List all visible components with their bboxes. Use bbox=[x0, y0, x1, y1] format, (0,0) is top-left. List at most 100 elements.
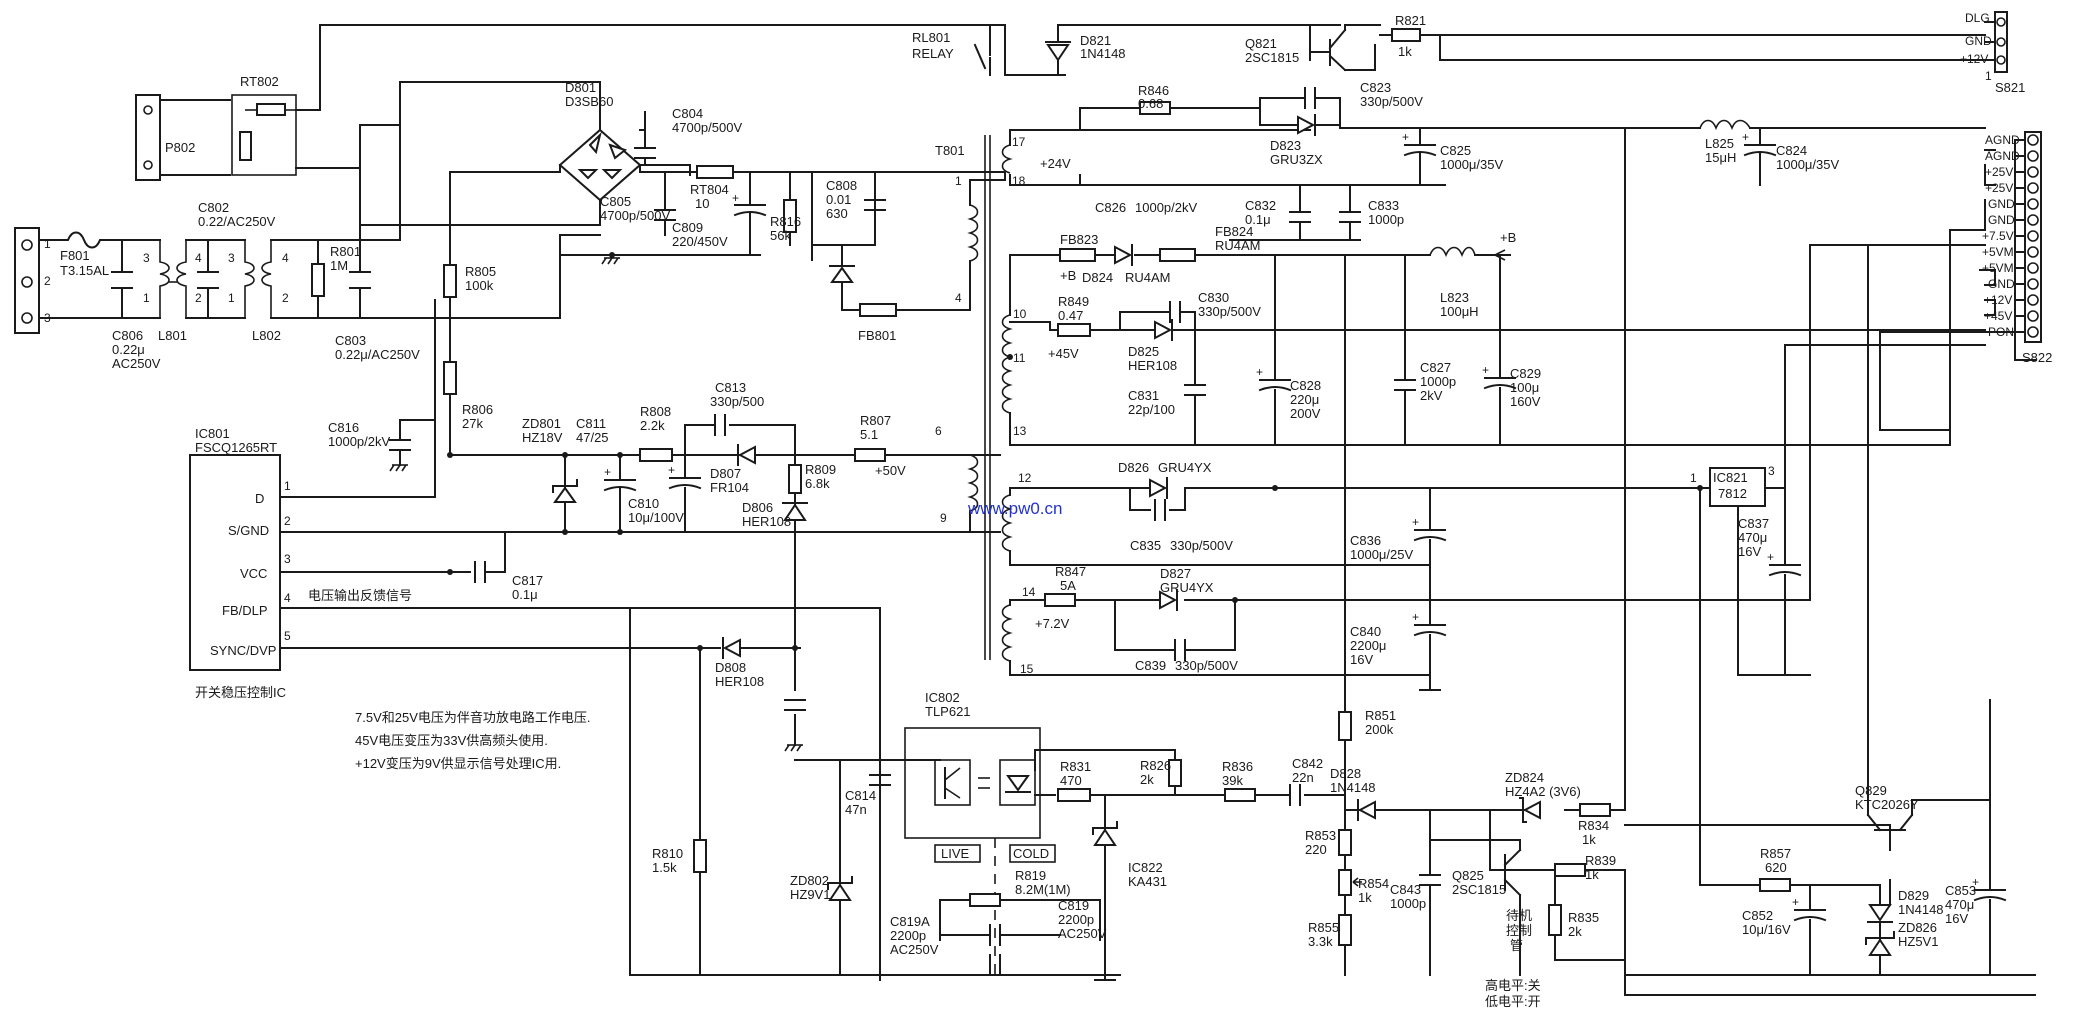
d821-label: D821 bbox=[1080, 33, 1111, 48]
svg-text:+: + bbox=[1972, 875, 1979, 889]
r835-label: R835 bbox=[1568, 910, 1599, 925]
c827-value1: 1000p bbox=[1420, 374, 1456, 389]
c819a-label: C819A bbox=[890, 914, 930, 929]
r851-label: R851 bbox=[1365, 708, 1396, 723]
l825-value: 15μH bbox=[1705, 150, 1736, 165]
r805-resistor bbox=[443, 264, 457, 298]
d823-label: D823 bbox=[1270, 138, 1301, 153]
c829-capacitor: + bbox=[1482, 363, 1517, 390]
c816-value: 1000p/2kV bbox=[328, 434, 390, 449]
c819a-capacitor bbox=[989, 924, 1001, 946]
r809-value: 6.8k bbox=[805, 476, 830, 491]
ic801-num1: 1 bbox=[284, 479, 291, 493]
svg-text:+: + bbox=[604, 465, 611, 479]
p802-label: P802 bbox=[165, 140, 195, 155]
d824-diode bbox=[1114, 244, 1133, 266]
q829-value: KTC2026Y bbox=[1855, 797, 1919, 812]
s821-pin-gnd: GND bbox=[1965, 34, 1992, 48]
r836-resistor bbox=[1224, 788, 1256, 802]
c843-value: 1000p bbox=[1390, 896, 1426, 911]
l801-pin4: 4 bbox=[195, 251, 202, 265]
r846-label: R846 bbox=[1138, 83, 1169, 98]
s821-pin-dlg: DLG bbox=[1965, 11, 1990, 25]
c803-value: 0.22μ/AC250V bbox=[335, 347, 420, 362]
c832-label: C832 bbox=[1245, 198, 1276, 213]
c853-label: C853 bbox=[1945, 883, 1976, 898]
live-tag bbox=[934, 844, 981, 863]
svg-text:+: + bbox=[1742, 130, 1749, 144]
d823-diode bbox=[1297, 114, 1316, 136]
r836-value: 39k bbox=[1222, 773, 1243, 788]
ic821-value: 7812 bbox=[1718, 486, 1747, 501]
l802-pin2: 2 bbox=[282, 291, 289, 305]
c825-capacitor: + bbox=[1402, 130, 1437, 157]
c827-label: C827 bbox=[1420, 360, 1451, 375]
t801-label: T801 bbox=[935, 143, 965, 158]
d821-diode bbox=[1045, 24, 1071, 76]
t801-winding-12 bbox=[1001, 494, 1013, 552]
ic801-pin-sync: SYNC/DVP bbox=[210, 643, 276, 658]
svg-text:+: + bbox=[1256, 365, 1263, 379]
ic821-pin3: 3 bbox=[1768, 464, 1775, 478]
r826-resistor bbox=[1168, 759, 1182, 787]
c836-label: C836 bbox=[1350, 533, 1381, 548]
s822-pin-gnd2: GND bbox=[1988, 213, 2015, 227]
c824-label: C824 bbox=[1776, 143, 1807, 158]
r855-resistor bbox=[1338, 914, 1352, 946]
r854-potentiometer bbox=[1338, 869, 1362, 896]
zd801-zener bbox=[552, 479, 578, 503]
ic822-label: IC822 bbox=[1128, 860, 1163, 875]
fb824-label: FB824 bbox=[1215, 224, 1253, 239]
r806-resistor bbox=[443, 361, 457, 395]
d828-diode bbox=[1357, 799, 1376, 821]
d801-bridge-rectifier bbox=[558, 128, 642, 202]
r857-resistor bbox=[1759, 878, 1791, 892]
c819a-value2: AC250V bbox=[890, 942, 939, 957]
rl801-relay bbox=[973, 43, 991, 76]
r801-resistor bbox=[311, 263, 325, 297]
c837-label: C837 bbox=[1738, 516, 1769, 531]
fb823-label: FB823 bbox=[1060, 232, 1098, 247]
c811-value: 47/25 bbox=[576, 430, 609, 445]
zd826-value: HZ5V1 bbox=[1898, 934, 1938, 949]
svg-text:+: + bbox=[1482, 363, 1489, 377]
c810-capacitor: + bbox=[668, 463, 702, 490]
d806-label: D806 bbox=[742, 500, 773, 515]
d801-label: D801 bbox=[565, 80, 596, 95]
c840-value2: 16V bbox=[1350, 652, 1373, 667]
pin9-label: 9 bbox=[940, 511, 947, 525]
r853-label: R853 bbox=[1305, 828, 1336, 843]
l802-choke bbox=[244, 240, 272, 318]
fb824-value: RU4AM bbox=[1215, 238, 1261, 253]
r851-resistor bbox=[1338, 711, 1352, 741]
t801-winding-10-13 bbox=[1001, 314, 1013, 414]
r847-resistor bbox=[1044, 593, 1076, 607]
r847-label: R847 bbox=[1055, 564, 1086, 579]
c843-label: C843 bbox=[1390, 882, 1421, 897]
level-high: 高电平:关 bbox=[1485, 978, 1541, 993]
c829-label: C829 bbox=[1510, 366, 1541, 381]
zd801-value: HZ18V bbox=[522, 430, 563, 445]
r854-value: 1k bbox=[1358, 890, 1372, 905]
c839-label: C839 bbox=[1135, 658, 1166, 673]
watermark-text: www.pw0.cn bbox=[967, 499, 1062, 518]
c816-capacitor bbox=[389, 439, 411, 451]
c823-value: 330p/500V bbox=[1360, 94, 1423, 109]
l802-pin4: 4 bbox=[282, 251, 289, 265]
zd802-value: HZ9V1 bbox=[790, 887, 830, 902]
c803-label: C803 bbox=[335, 333, 366, 348]
c819-value2: AC250V bbox=[1058, 926, 1107, 941]
standby-line1: 待机 bbox=[1506, 908, 1532, 923]
svg-text:+: + bbox=[732, 191, 739, 205]
c817-capacitor bbox=[474, 561, 486, 583]
c831-label: C831 bbox=[1128, 388, 1159, 403]
c809-value: 220/450V bbox=[672, 234, 728, 249]
c840-value1: 2200μ bbox=[1350, 638, 1386, 653]
t801-primary-winding bbox=[967, 204, 979, 262]
c811-label: C811 bbox=[576, 416, 606, 431]
c809-capacitor: + bbox=[732, 191, 767, 217]
s822-pin-gnd1: GND bbox=[1988, 197, 2015, 211]
ic801-num3: 3 bbox=[284, 552, 291, 566]
ic801-value: FSCQ1265RT bbox=[195, 440, 277, 455]
s821-pin1: 1 bbox=[1985, 69, 1992, 83]
